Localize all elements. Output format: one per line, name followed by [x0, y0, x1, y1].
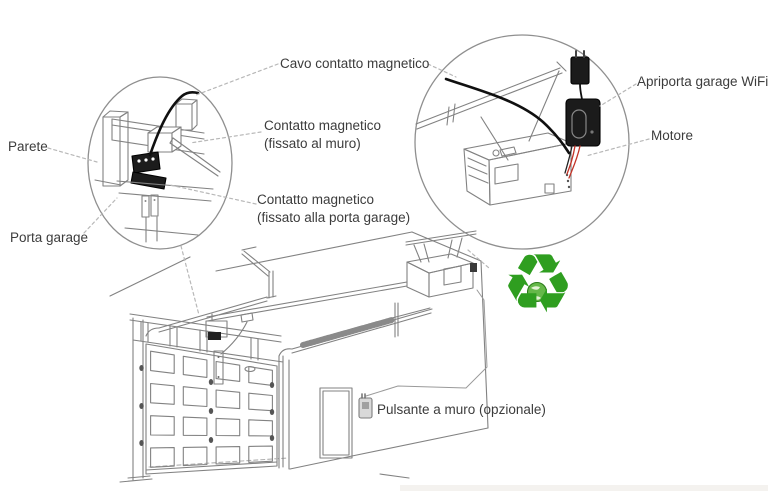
sensor-cable [148, 90, 200, 157]
floor-edge-shading [400, 485, 768, 491]
door-panel [215, 417, 241, 437]
door-panel [248, 419, 273, 437]
label-line: (fissato alla porta garage) [257, 209, 411, 225]
door-panel-grid [150, 350, 273, 468]
label-apriporta-garage-wifi: Apriporta garage WiFi [637, 74, 768, 89]
label-line: (fissato al muro) [264, 135, 361, 151]
extension-spring-coil [300, 317, 395, 348]
motor-connection-wires [564, 145, 581, 179]
recycle-icon: ♻ [501, 237, 575, 332]
magnetic-contact-wall-sensor [131, 151, 161, 174]
header-stud [175, 98, 198, 131]
door-panel [215, 446, 241, 465]
ceiling-and-walls [109, 231, 489, 479]
door-panel [248, 366, 273, 386]
door-panel [182, 446, 208, 467]
door-panel [150, 350, 175, 374]
label-cavo-contatto-magnetico: Cavo contatto magnetico [280, 56, 430, 71]
garage-door [139, 343, 289, 475]
right-detail-bubble [414, 34, 630, 250]
door-panel [248, 392, 273, 412]
bubble-tail-left [180, 245, 200, 316]
opener-rail-and-arm [205, 281, 408, 385]
door-panel [150, 447, 175, 468]
door-panel [182, 386, 208, 408]
leader-lines [47, 63, 650, 316]
garage-door-wall-framing [119, 313, 284, 483]
leader-cavo-right [427, 63, 457, 78]
motor-unit-detail [463, 132, 572, 206]
leader-cavo-left [195, 63, 279, 96]
motor-unit-main [405, 230, 477, 298]
leader-porta-garage [83, 197, 118, 234]
leader-contatto-porta [169, 184, 257, 205]
left-detail-bubble [87, 76, 233, 250]
magnetic-contact-door-magnet [130, 171, 167, 190]
label-line: Contatto magnetico [257, 192, 375, 207]
door-panel [182, 355, 208, 378]
leader-motore [585, 138, 650, 157]
side-door-right-wall [319, 387, 353, 459]
wifi-opener-device [565, 98, 601, 147]
label-pulsante-a-muro: Pulsante a muro (opzionale) [377, 402, 546, 417]
power-adapter [570, 50, 590, 100]
door-panel [215, 360, 241, 382]
door-panel [182, 416, 208, 437]
door-tracks [145, 246, 433, 470]
leader-contatto-muro [189, 131, 262, 144]
door-panel [150, 415, 175, 436]
label-motore: Motore [651, 128, 694, 143]
sensor-mount-bracket [147, 126, 182, 153]
label-porta-garage: Porta garage [10, 230, 89, 245]
label-line: Contatto magnetico [264, 118, 382, 133]
door-hinges [139, 365, 275, 446]
magnetic-contact-location [205, 313, 228, 340]
wall-button-assembly [358, 289, 488, 419]
leader-apriporta [599, 83, 637, 107]
wall-stud [102, 110, 129, 187]
magnetic-contact-cable [444, 77, 571, 155]
leader-parete [47, 147, 98, 163]
recycle-globe [526, 281, 548, 303]
label-parete: Parete [8, 139, 48, 154]
label-contatto-magnetico-muro: Contatto magnetico (fissato al muro) [264, 117, 381, 152]
label-contatto-magnetico-porta: Contatto magnetico (fissato alla porta g… [257, 191, 410, 226]
door-panel [248, 445, 273, 463]
door-panel [150, 382, 175, 405]
door-panel [215, 389, 241, 410]
button-wire [365, 289, 488, 397]
bubble-tail-right [467, 249, 490, 269]
